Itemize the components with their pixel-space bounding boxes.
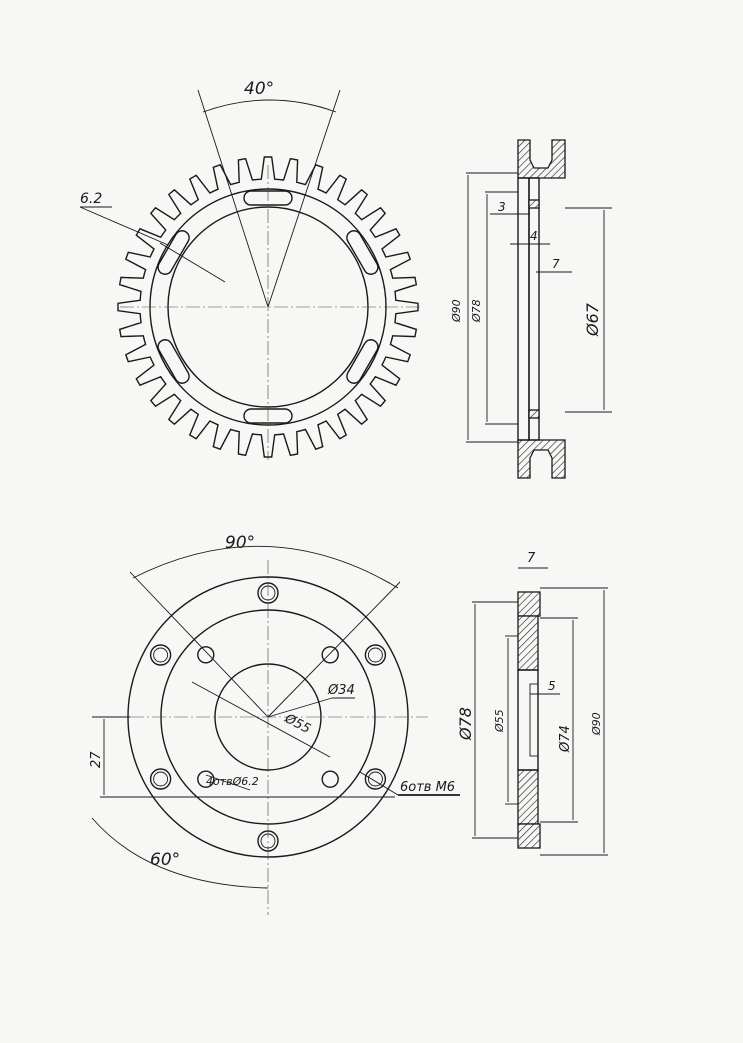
dia-67-label: Ø67 — [583, 302, 602, 337]
dim-3-label: 3 — [498, 200, 506, 214]
sprocket-slot — [157, 339, 190, 384]
flange-section-view: 7 Ø78 Ø55 5 Ø74 Ø90 — [456, 551, 608, 856]
flange-section-upper-body — [517, 615, 539, 671]
dia-74-label: Ø74 — [558, 725, 573, 753]
angle-90-label: 90° — [225, 533, 255, 553]
holes-m6-label: 6отв М6 — [400, 780, 455, 795]
dim-7-label-bottom: 7 — [527, 551, 536, 566]
holes-6-2-label: 4отвØ6.2 — [206, 775, 259, 788]
sprocket-teeth-outline — [117, 156, 419, 458]
sprocket-slot — [157, 230, 190, 275]
sprocket-section-bottom-tooth — [517, 439, 566, 479]
flange-section-lower-body — [517, 769, 539, 825]
m6-hole-outer — [364, 644, 387, 666]
dim-5-label: 5 — [548, 679, 556, 693]
hole-6-2 — [197, 646, 215, 664]
sprocket-section-top-tooth — [517, 139, 566, 179]
flange-section-bottom-lip — [517, 823, 541, 849]
sprocket-section-web — [517, 177, 530, 441]
angle-line-left — [197, 89, 269, 308]
sprocket-slot — [346, 230, 379, 275]
dia-55-label-section: Ø55 — [493, 709, 506, 733]
sprocket-front-view: 40° 6.2 — [79, 79, 420, 460]
flange-section-top-lip — [517, 591, 541, 617]
m6-hole-inner — [367, 647, 383, 663]
hole-6-2 — [321, 770, 339, 788]
sprocket-slot — [346, 339, 379, 384]
m6-hole-inner — [153, 647, 169, 663]
dim-27-label: 27 — [89, 751, 104, 768]
dim-7-label-top: 7 — [552, 257, 560, 271]
dia-78-label-bottom: Ø78 — [456, 707, 475, 741]
angle-line-right — [267, 89, 341, 308]
m6-hole-outer — [364, 768, 387, 790]
dia-78-label-top: Ø78 — [470, 299, 483, 323]
angle-arc-40 — [202, 99, 337, 113]
leader-6-2 — [79, 206, 169, 246]
flange-front-view: 90° 60° 27 Ø34 Ø55 4отвØ6.2 6отв М6 — [89, 533, 460, 915]
sprocket-section-view: Ø90 Ø78 3 4 7 Ø67 — [450, 139, 612, 479]
m6-hole-outer — [149, 644, 172, 666]
angle-40-label: 40° — [244, 79, 274, 99]
dia-90-label-top: Ø90 — [450, 299, 463, 323]
hole-6-2 — [321, 646, 339, 664]
hole-6-2 — [197, 770, 215, 788]
angle-arc-60 — [91, 817, 269, 889]
m6-hole-outer — [149, 768, 172, 790]
m6-hole-inner — [367, 771, 383, 787]
dim-6-2-label: 6.2 — [80, 191, 102, 207]
dia-34-label: Ø34 — [327, 683, 355, 698]
dim-4-label: 4 — [530, 229, 538, 243]
dia-90-label-bottom: Ø90 — [590, 712, 603, 736]
angle-arc-90 — [132, 545, 399, 589]
m6-hole-inner — [153, 771, 169, 787]
angle-60-label: 60° — [150, 850, 180, 870]
